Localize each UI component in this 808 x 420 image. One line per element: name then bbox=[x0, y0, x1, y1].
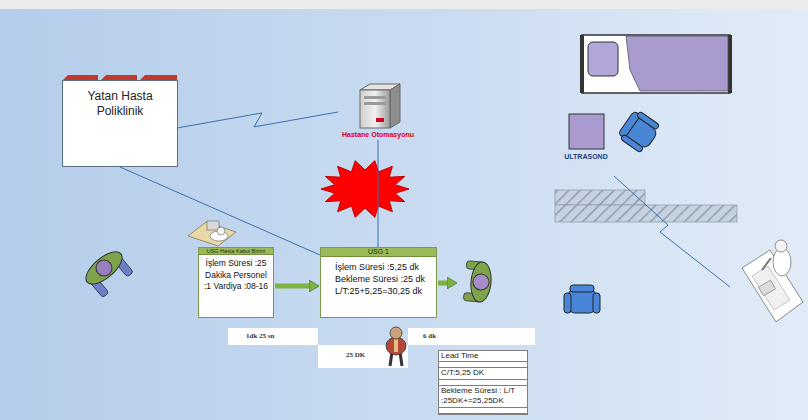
waiting-time: Bekleme Süresi : L/T :25DK+=25,25DK bbox=[439, 386, 527, 408]
top-bar bbox=[0, 0, 808, 9]
info-link bbox=[378, 140, 379, 247]
doctor-desk-illustration bbox=[742, 240, 803, 322]
info-link bbox=[120, 167, 320, 255]
cycle-time: C/T:5,25 DK bbox=[439, 368, 527, 379]
electronic-link bbox=[178, 112, 338, 128]
table-row bbox=[439, 408, 527, 414]
person-icon bbox=[81, 246, 135, 299]
server-node: Hastane Otomasyonu bbox=[338, 82, 418, 138]
timeline bbox=[228, 328, 535, 368]
process-header: USG 1 bbox=[321, 248, 436, 257]
person-icon bbox=[463, 261, 492, 303]
server-icon bbox=[354, 82, 402, 130]
process-data: İşlem Süresi :25 Dakika Personel :1 Vard… bbox=[199, 255, 273, 295]
electronic-wire bbox=[614, 176, 730, 287]
push-arrow bbox=[438, 281, 447, 286]
hatched-bar bbox=[555, 205, 737, 222]
process-data: İşlem Süresi :5,25 dk Bekleme Süresi :25… bbox=[321, 257, 436, 300]
server-label: Hastane Otomasyonu bbox=[338, 131, 418, 138]
process-box: USG Hasta Kabul Birimiİşlem Süresi :25 D… bbox=[198, 247, 274, 318]
device-label: ULTRASOND bbox=[560, 153, 612, 160]
timeline-label: 1dk 25 sn bbox=[246, 332, 274, 340]
ultrasound-node: ULTRASOND bbox=[560, 113, 612, 160]
chair-icon bbox=[616, 108, 662, 154]
timeline-label: 6 dk bbox=[423, 332, 436, 340]
timeline-label: 25 DK bbox=[346, 351, 365, 359]
process-header: USG Hasta Kabul Birimi bbox=[199, 248, 273, 255]
chair-icon bbox=[564, 285, 600, 313]
lead-time-box: Lead TimeC/T:5,25 DK Bekleme Süresi : L/T… bbox=[438, 350, 528, 415]
ultrasound-icon bbox=[568, 113, 605, 150]
push-arrow bbox=[275, 284, 309, 289]
box-title: Yatan Hasta Poliklinik bbox=[67, 89, 173, 119]
process-box: USG 1İşlem Süresi :5,25 dk Bekleme Süres… bbox=[320, 247, 437, 318]
lead-time-title: Lead Time bbox=[439, 351, 527, 362]
kaizen-burst bbox=[321, 161, 409, 218]
location-box: Yatan Hasta Poliklinik bbox=[62, 80, 178, 167]
desk-person-icon bbox=[188, 221, 236, 246]
burst-shape bbox=[321, 161, 409, 218]
bed-illustration bbox=[582, 35, 730, 93]
walking-person-icon bbox=[386, 327, 406, 366]
